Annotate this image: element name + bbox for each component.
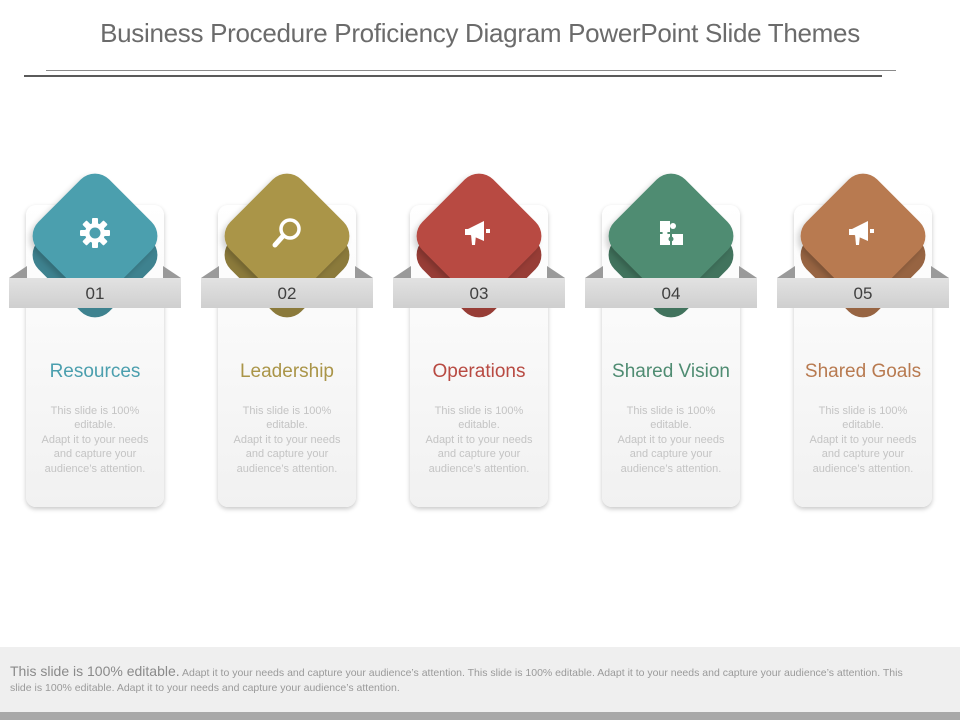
band-fold-right <box>931 266 949 278</box>
step-label-1: Resources <box>49 361 141 382</box>
description-line: editable. <box>650 419 692 432</box>
step-description-3: This slide is 100% editable.Adapt it to y… <box>418 404 540 476</box>
description-line: audience’s attention. <box>812 462 914 475</box>
description-line: and capture your <box>821 448 905 461</box>
band-fold-right <box>739 266 757 278</box>
step-description-2: This slide is 100% editable.Adapt it to y… <box>226 404 348 476</box>
step-number-5: 05 <box>777 278 949 308</box>
description-line: and capture your <box>437 448 521 461</box>
step-number-3: 03 <box>393 278 565 308</box>
description-line: Adapt it to your needs <box>809 433 917 446</box>
description-line: This slide is 100% <box>50 405 140 417</box>
step-label-2: Leadership <box>239 361 335 382</box>
description-line: This slide is 100% <box>818 405 908 417</box>
description-line: audience’s attention. <box>620 462 722 475</box>
description-line: This slide is 100% <box>626 405 716 417</box>
step-description-1: This slide is 100% editable.Adapt it to y… <box>34 404 156 476</box>
description-line: This slide is 100% <box>242 405 332 417</box>
step-number-1: 01 <box>9 278 181 308</box>
footer-lead: This slide is 100% editable. <box>10 663 180 679</box>
step-label-3: Operations <box>432 361 526 382</box>
description-line: Adapt it to your needs <box>41 433 149 446</box>
description-line: Adapt it to your needs <box>617 433 725 446</box>
magnifier-icon <box>267 213 307 253</box>
step-number-4: 04 <box>585 278 757 308</box>
band-fold-left <box>777 266 795 278</box>
band-fold-right <box>547 266 565 278</box>
description-line: Adapt it to your needs <box>233 433 341 446</box>
megaphone-icon <box>459 213 499 253</box>
description-line: editable. <box>74 419 116 432</box>
band-fold-left <box>585 266 603 278</box>
slide-title: Business Procedure Proficiency Diagram P… <box>100 18 860 48</box>
description-line: editable. <box>266 419 308 432</box>
title-rule-thick <box>24 75 882 77</box>
step-number-2: 02 <box>201 278 373 308</box>
band-fold-right <box>163 266 181 278</box>
step-label-5: Shared Goals <box>804 361 922 382</box>
description-line: This slide is 100% <box>434 405 524 417</box>
description-line: and capture your <box>53 448 137 461</box>
description-line: and capture your <box>245 448 329 461</box>
band-fold-left <box>9 266 27 278</box>
band-fold-left <box>201 266 219 278</box>
puzzle-icon <box>651 213 691 253</box>
gear-icon <box>75 213 115 253</box>
description-line: Adapt it to your needs <box>425 433 533 446</box>
description-line: audience’s attention. <box>44 462 146 475</box>
band-fold-right <box>355 266 373 278</box>
description-line: editable. <box>842 419 884 432</box>
description-line: editable. <box>458 419 500 432</box>
footer-note: This slide is 100% editable. Adapt it to… <box>0 647 960 713</box>
band-fold-left <box>393 266 411 278</box>
description-line: audience’s attention. <box>428 462 530 475</box>
description-line: and capture your <box>629 448 713 461</box>
step-description-5: This slide is 100% editable.Adapt it to y… <box>802 404 924 476</box>
step-label-4: Shared Vision <box>612 361 730 382</box>
description-line: audience’s attention. <box>236 462 338 475</box>
footer-body: Adapt it to your needs and capture your … <box>10 667 903 694</box>
footer-text: This slide is 100% editable. Adapt it to… <box>10 664 910 695</box>
bottom-bar <box>0 712 960 720</box>
title-rule-thin <box>46 70 896 71</box>
megaphone-icon <box>843 213 883 253</box>
step-description-4: This slide is 100% editable.Adapt it to y… <box>610 404 732 476</box>
